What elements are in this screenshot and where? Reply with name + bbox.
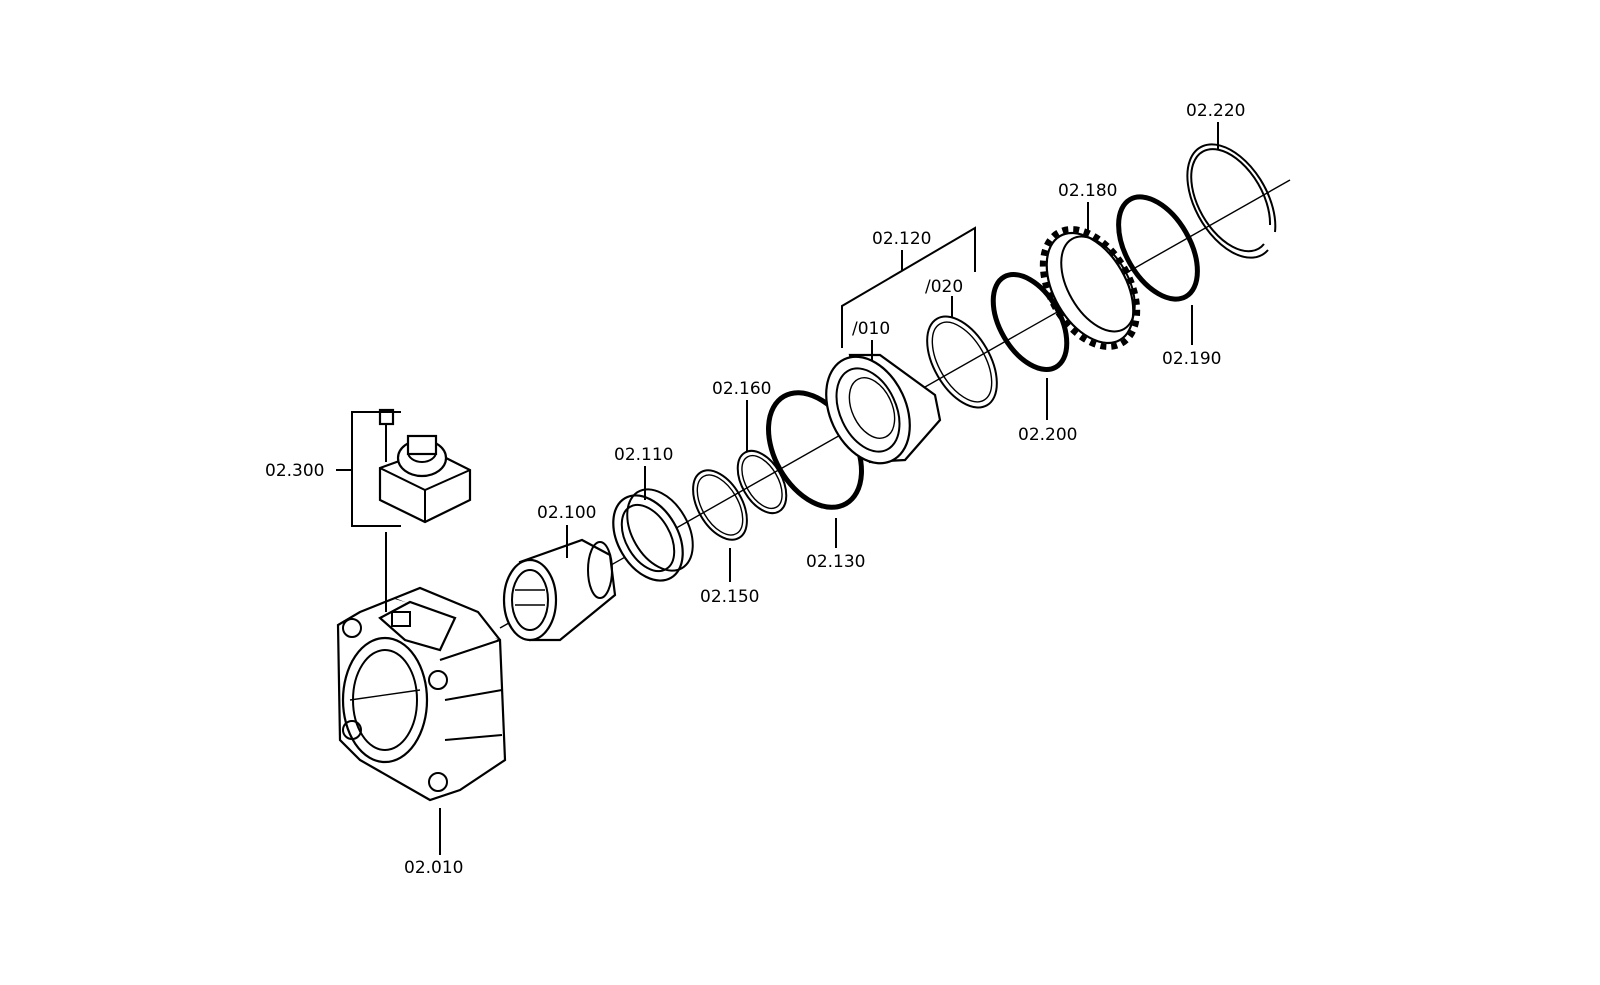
label-02-120: 02.120 [872, 229, 931, 249]
piston-housing-02-120-010[interactable] [810, 343, 942, 477]
label-02-160: 02.160 [712, 379, 771, 399]
disc-02-180[interactable] [1023, 213, 1156, 364]
label-02-010: 02.010 [404, 858, 463, 878]
label-02-200: 02.200 [1018, 425, 1077, 445]
piston-02-110[interactable] [599, 478, 706, 593]
ring-02-150[interactable] [682, 461, 758, 549]
label-02-220: 02.220 [1186, 101, 1245, 121]
label-02-120-010: /010 [852, 319, 890, 339]
label-02-180: 02.180 [1058, 181, 1117, 201]
label-02-110: 02.110 [614, 445, 673, 465]
valve-block-02-300[interactable] [378, 408, 472, 524]
label-02-150: 02.150 [700, 587, 759, 607]
label-02-130: 02.130 [806, 552, 865, 572]
label-02-300: 02.300 [265, 461, 324, 481]
sleeve-02-100[interactable] [502, 538, 617, 642]
label-02-120-020: /020 [925, 277, 963, 297]
snap-ring-02-220[interactable] [1186, 143, 1277, 259]
ring-02-120-020[interactable] [913, 305, 1011, 420]
housing-02-010[interactable] [336, 586, 507, 802]
label-02-100: 02.100 [537, 503, 596, 523]
bracket-02-120 [841, 226, 976, 348]
o-ring-02-190[interactable] [1102, 184, 1213, 313]
label-02-190: 02.190 [1162, 349, 1221, 369]
